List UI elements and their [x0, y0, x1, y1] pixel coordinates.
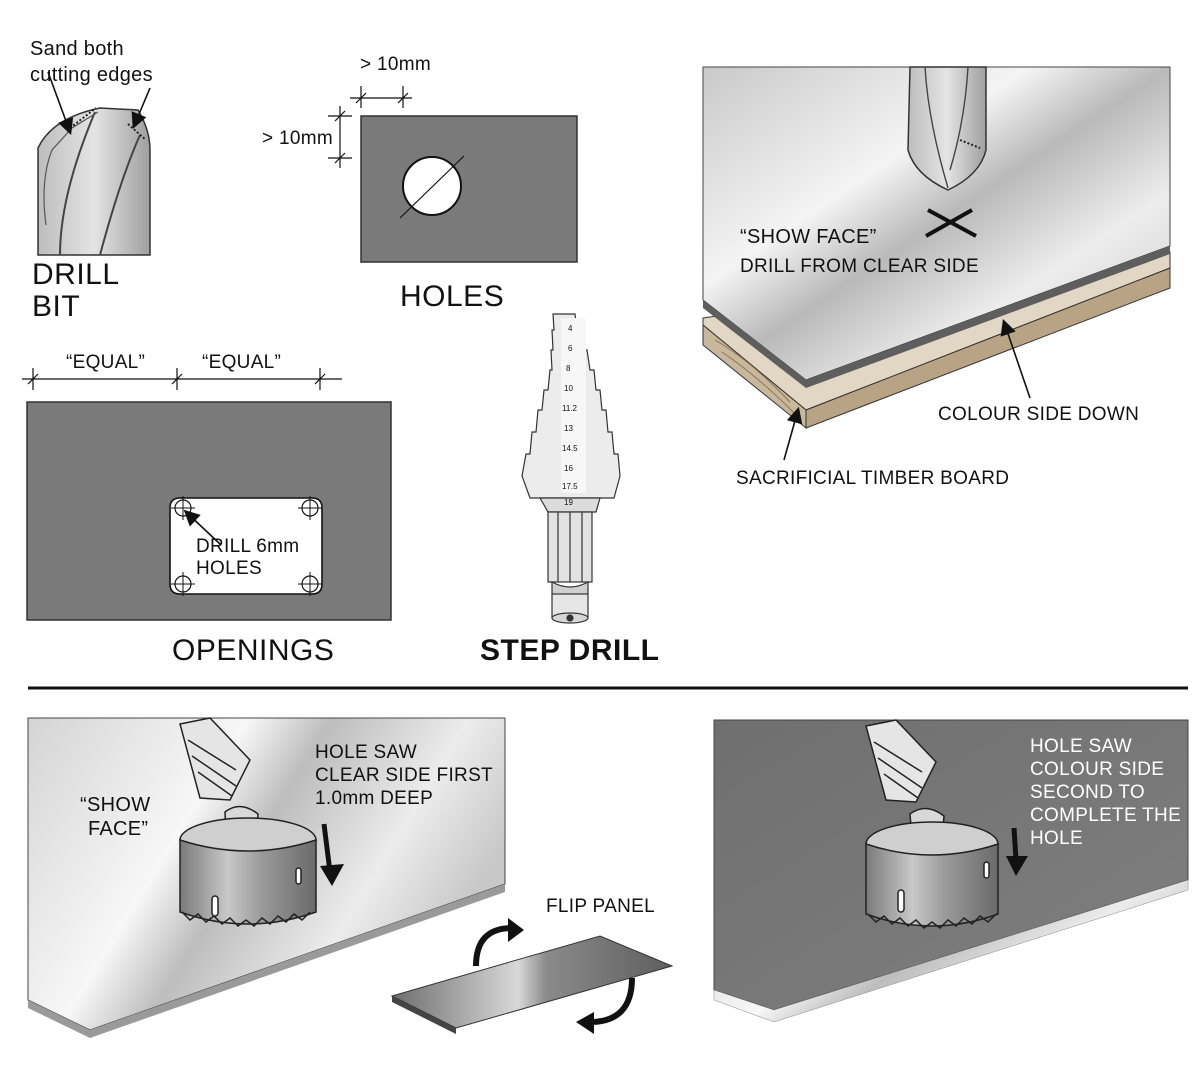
openings-dim-left: “EQUAL”: [66, 352, 146, 373]
step-drill-size-10: 10: [564, 384, 573, 393]
step2-instruction-line4: COMPLETE THE: [1030, 805, 1182, 826]
holes-dim-left: > 10mm: [262, 128, 333, 149]
holes-title: HOLES: [400, 280, 505, 313]
step-drill-size-19: 19: [564, 498, 573, 507]
openings-title: OPENINGS: [172, 634, 335, 667]
step-drill-size-4: 4: [568, 324, 573, 333]
step-drill-size-16: 16: [564, 464, 573, 473]
drill-bit-annotation-line1: Sand both: [30, 38, 124, 60]
colour-side-label: COLOUR SIDE DOWN: [938, 404, 1140, 425]
step-drill-title: STEP DRILL: [480, 634, 660, 667]
step-drill-size-8: 8: [566, 364, 571, 373]
hole-saw-step1-illustration: [27, 717, 506, 1038]
openings-illustration: [22, 368, 392, 621]
drill-bit-illustration: [37, 71, 151, 256]
step2-instruction-line2: COLOUR SIDE: [1030, 759, 1165, 780]
step-drill-size-14-5: 14.5: [562, 444, 578, 453]
drill-from-label: DRILL FROM CLEAR SIDE: [740, 256, 979, 277]
step1-instruction-line2: CLEAR SIDE FIRST: [315, 765, 493, 786]
step1-instruction-line3: 1.0mm DEEP: [315, 788, 434, 809]
hole-saw-drill-2: [865, 719, 999, 929]
step2-instruction-line5: HOLE: [1030, 828, 1083, 849]
step1-show-face-line2: FACE”: [88, 818, 149, 840]
openings-dim-right: “EQUAL”: [202, 352, 282, 373]
step-drill-size-6: 6: [568, 344, 573, 353]
drill-bit-title-line2: BIT: [32, 290, 81, 323]
step1-instruction-line1: HOLE SAW: [315, 742, 417, 763]
openings-note-line1: DRILL 6mm: [196, 536, 300, 557]
step-drill-illustration: [521, 313, 621, 624]
drill-bit-annotation-line2: cutting edges: [30, 64, 153, 86]
openings-note-line2: HOLES: [196, 558, 262, 579]
step1-show-face-line1: “SHOW: [80, 794, 151, 816]
step2-instruction-line1: HOLE SAW: [1030, 736, 1132, 757]
holes-dim-top: > 10mm: [360, 54, 431, 75]
timber-board-label: SACRIFICIAL TIMBER BOARD: [736, 468, 1010, 489]
show-face-label: “SHOW FACE”: [740, 226, 877, 248]
step2-instruction-line3: SECOND TO: [1030, 782, 1145, 803]
hole-saw-drill-1: [179, 717, 317, 927]
step-drill-size-11-2: 11.2: [562, 404, 577, 413]
drilling-setup-illustration: [702, 66, 1171, 461]
holes-illustration: [328, 86, 578, 263]
step-drill-size-17-5: 17.5: [562, 482, 578, 491]
step-drill-size-13: 13: [564, 424, 573, 433]
drill-bit-title-line1: DRILL: [32, 258, 120, 291]
flip-panel-illustration: [390, 918, 674, 1034]
flip-panel-label: FLIP PANEL: [546, 896, 655, 917]
hole-saw-step2-illustration: [713, 719, 1189, 1023]
